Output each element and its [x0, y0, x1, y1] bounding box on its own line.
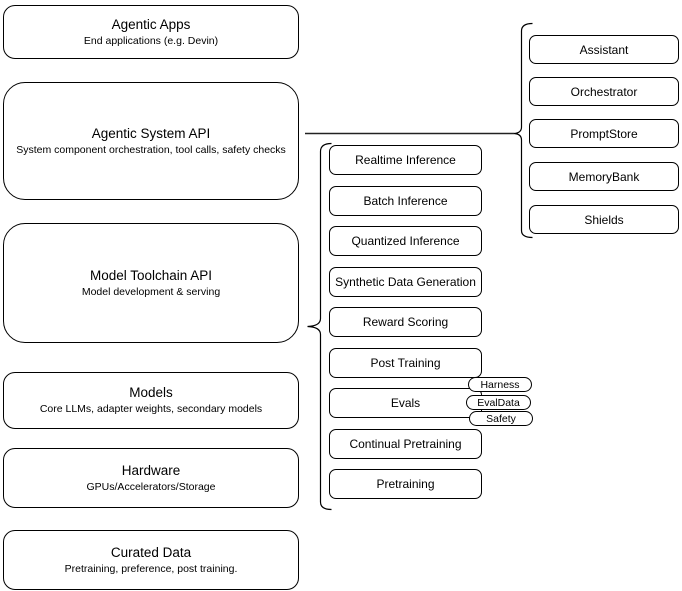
node-model-toolchain-api: Model Toolchain API Model development & …: [3, 223, 299, 343]
toolchain-group-brace: [307, 142, 332, 511]
node-batch-inference: Batch Inference: [329, 186, 482, 216]
node-synthetic-data-generation: Synthetic Data Generation: [329, 267, 482, 297]
node-continual-pretraining: Continual Pretraining: [329, 429, 482, 459]
node-subtitle: Pretraining, preference, post training.: [64, 562, 238, 575]
node-agentic-apps: Agentic Apps End applications (e.g. Devi…: [3, 5, 299, 59]
node-subtitle: Model development & serving: [81, 285, 221, 298]
node-reward-scoring: Reward Scoring: [329, 307, 482, 337]
node-quantized-inference: Quantized Inference: [329, 226, 482, 256]
pill-safety: Safety: [469, 411, 533, 426]
pill-harness: Harness: [468, 377, 532, 392]
node-agentic-system-api: Agentic System API System component orch…: [3, 82, 299, 200]
node-memorybank: MemoryBank: [529, 162, 679, 191]
node-title: Curated Data: [110, 544, 192, 560]
node-assistant: Assistant: [529, 35, 679, 64]
node-title: Models: [129, 385, 173, 400]
node-post-training: Post Training: [329, 348, 482, 378]
node-hardware: Hardware GPUs/Accelerators/Storage: [3, 448, 299, 508]
node-title: Agentic Apps: [111, 16, 191, 32]
node-promptstore: PromptStore: [529, 119, 679, 148]
node-subtitle: GPUs/Accelerators/Storage: [86, 480, 216, 493]
node-shields: Shields: [529, 205, 679, 234]
node-subtitle: Core LLMs, adapter weights, secondary mo…: [39, 403, 263, 415]
node-models: Models Core LLMs, adapter weights, secon…: [3, 372, 299, 429]
node-subtitle: End applications (e.g. Devin): [83, 34, 219, 47]
node-subtitle: System component orchestration, tool cal…: [16, 143, 286, 156]
node-title: Hardware: [121, 462, 181, 478]
node-curated-data: Curated Data Pretraining, preference, po…: [3, 530, 299, 590]
node-title: Agentic System API: [91, 125, 211, 141]
pill-evaldata: EvalData: [466, 395, 531, 410]
node-orchestrator: Orchestrator: [529, 77, 679, 106]
node-title: Model Toolchain API: [89, 267, 213, 283]
node-evals: Evals: [329, 388, 482, 418]
node-pretraining: Pretraining: [329, 469, 482, 499]
node-realtime-inference: Realtime Inference: [329, 145, 482, 175]
